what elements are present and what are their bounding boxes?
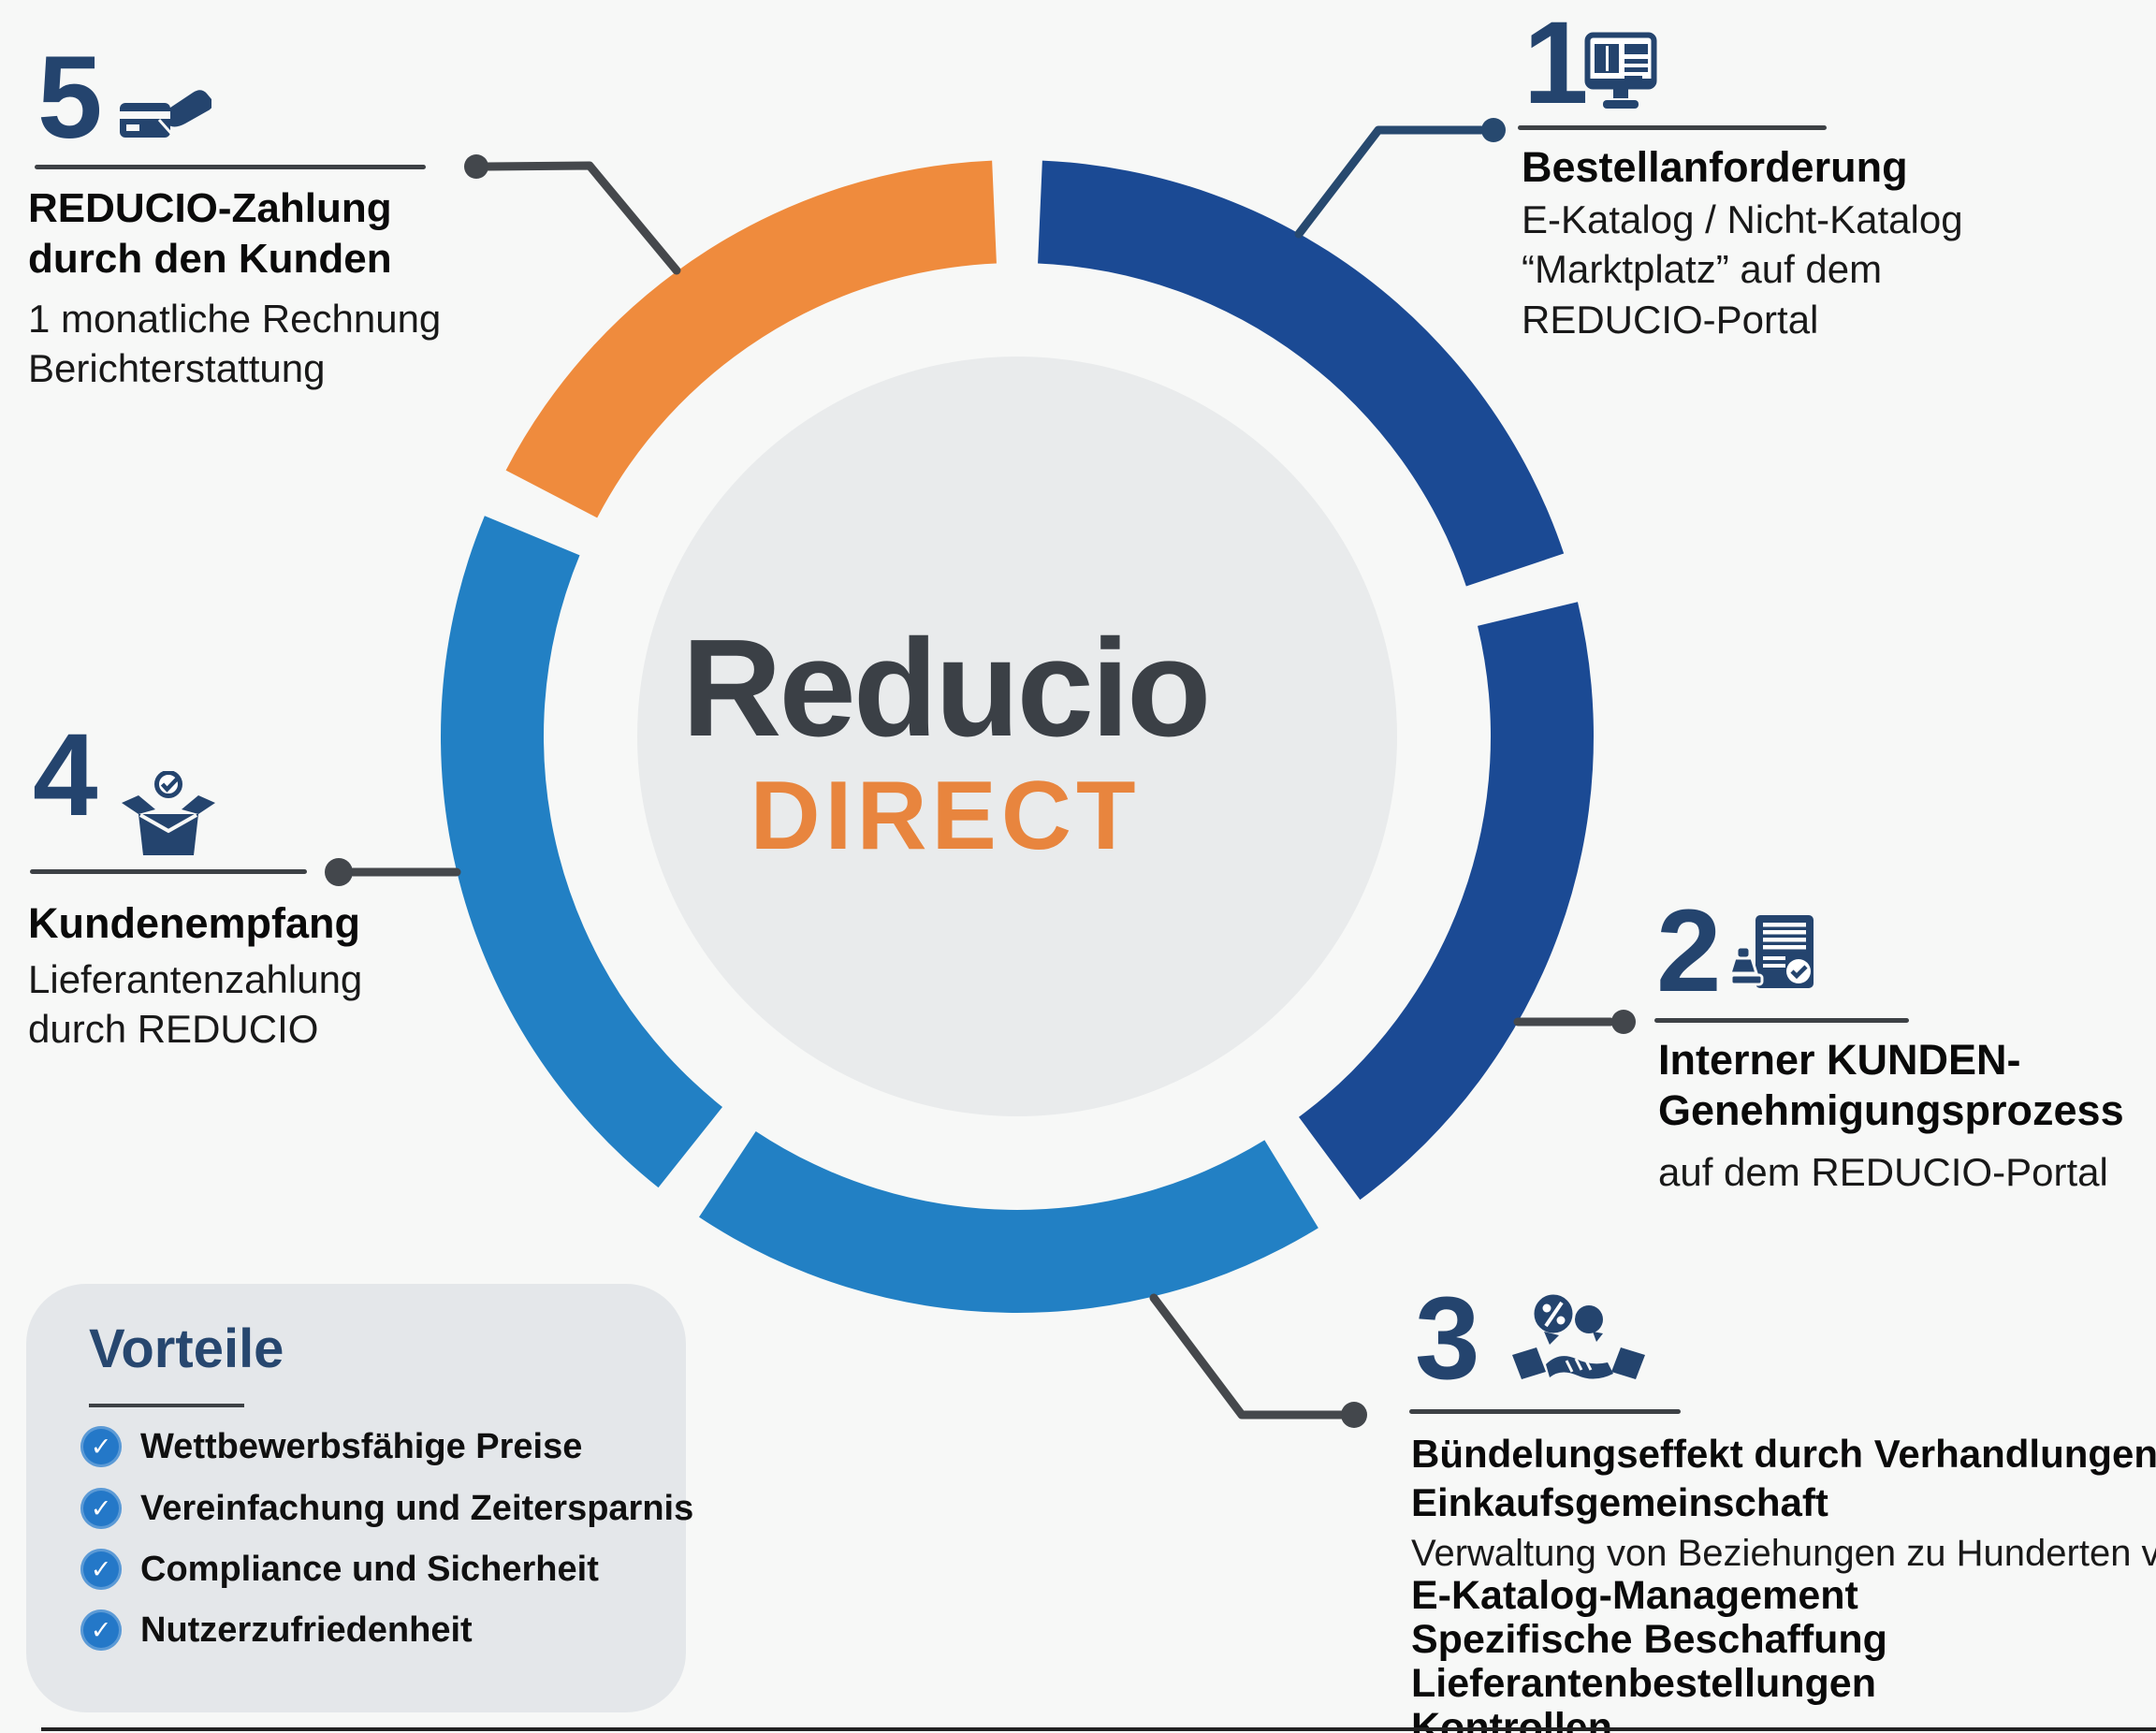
step2-description: auf dem REDUCIO-Portal [1658,1150,2108,1194]
benefit-item: ✓ Compliance und Sicherheit [80,1549,599,1590]
connector-dot-step2 [1611,1010,1636,1034]
ring-segments [441,160,1594,1313]
benefit-item: ✓ Wettbewerbsfähige Preise [80,1426,582,1467]
step3-number: 3 [1415,1274,1480,1404]
ring-segment-step3 [699,1130,1318,1313]
step3-bold-list: E-Katalog-Management Spezifische Beschaf… [1411,1573,1887,1733]
connector-dot-step3 [1341,1402,1367,1428]
step2-number: 2 [1656,886,1722,1016]
check-circle-icon: ✓ [80,1426,122,1467]
connector-step3 [1149,1293,1347,1420]
step4-title: Kundenempfang [28,899,360,947]
benefits-title: Vorteile [89,1318,284,1379]
ring-inner-circle [637,357,1397,1116]
check-circle-icon: ✓ [80,1488,122,1529]
logo-secondary-text: DIRECT [750,762,1141,870]
step5-description: 1 monatliche Rechnung Berichterstattung [28,297,442,391]
step5-title: REDUCIO-Zahlung durch den Kunden [28,185,392,282]
logo-primary-text: Reducio [681,611,1212,765]
benefit-item: ✓ Vereinfachung und Zeitersparnis [80,1488,693,1529]
benefits-divider [89,1404,244,1407]
benefits-panel [26,1284,686,1712]
step5-divider [35,165,426,169]
step3-title: Bündelungseffekt durch Verhandlungen Ein… [1411,1432,2156,1525]
connector-step1 [1294,125,1486,239]
ring-segment-step4 [441,516,723,1188]
ring-segment-step1 [1038,160,1565,587]
center-logo: Reducio DIRECT [618,611,1273,870]
connector-dot-step4 [325,858,353,886]
step4-description: Lieferantenzahlung durch REDUCIO [28,957,363,1052]
negotiation-handshake-icon [1512,1291,1645,1379]
check-circle-icon: ✓ [80,1609,122,1651]
connector-dot-step1 [1481,118,1506,142]
ring-segment-step5 [505,160,997,518]
step1-divider [1518,125,1827,130]
step3-divider [1409,1409,1681,1414]
step4-number: 4 [33,710,98,840]
ring-segment-step2 [1298,602,1594,1201]
connector-step5 [482,161,681,275]
step2-divider [1654,1018,1909,1023]
step5-number: 5 [37,33,103,163]
step1-title: Bestellanforderung [1522,143,1908,191]
bottom-rule [41,1727,2156,1731]
step1-description: E-Katalog / Nicht-Katalog “Marktplatz” a… [1522,197,1963,342]
monitor-catalog-icon [1584,32,1657,109]
benefit-item: ✓ Nutzerzufriedenheit [80,1609,473,1651]
step4-divider [30,869,307,874]
connector-dot-step5 [464,154,488,179]
open-box-check-icon [122,771,215,855]
step2-title: Interner KUNDEN- Genehmigungsprozess [1658,1036,2124,1134]
card-payment-icon [120,90,211,138]
check-circle-icon: ✓ [80,1549,122,1590]
step3-description: Verwaltung von Beziehungen zu Hunderten … [1411,1533,2156,1574]
approval-stamp-icon [1731,915,1814,988]
step1-number: 1 [1523,0,1589,128]
